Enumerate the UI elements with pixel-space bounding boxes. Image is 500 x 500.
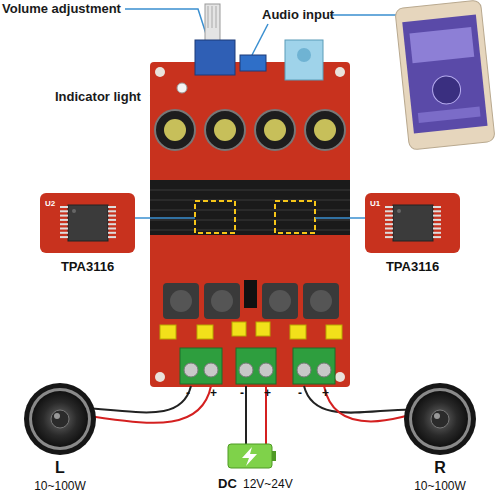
audio-header bbox=[240, 55, 266, 71]
polarity-sign: + bbox=[264, 386, 271, 400]
callout-label: Audio input bbox=[262, 7, 334, 22]
supply-label: DC bbox=[218, 476, 237, 491]
pcb-board bbox=[150, 62, 350, 387]
power-supply-shape bbox=[200, 440, 300, 472]
smartphone bbox=[395, 0, 495, 150]
silkscreen-label: U1 bbox=[370, 199, 380, 208]
voltage-range: 12V~24V bbox=[243, 477, 293, 491]
leader-line bbox=[315, 217, 365, 219]
audio-jack bbox=[285, 40, 323, 80]
chip-name: TPA3116 bbox=[365, 259, 460, 274]
indicator-led bbox=[177, 83, 187, 93]
inductors bbox=[163, 280, 339, 319]
leader-line bbox=[135, 217, 195, 219]
polarity-sign: - bbox=[186, 386, 190, 400]
leader-line bbox=[125, 9, 208, 40]
power-rating: 10~100W bbox=[395, 479, 485, 493]
speaker-shape bbox=[15, 381, 105, 457]
capacitors bbox=[155, 110, 345, 150]
screw-terminals bbox=[180, 348, 335, 384]
chip-callout: U1TPA3116 bbox=[365, 193, 460, 278]
leader-line bbox=[252, 24, 268, 55]
channel-label: L bbox=[15, 459, 105, 477]
chip-outline bbox=[275, 201, 315, 233]
silkscreen-label: U2 bbox=[45, 199, 55, 208]
power-supply: DC 12V~24V bbox=[200, 440, 300, 500]
potentiometer-shaft bbox=[205, 4, 220, 42]
polarity-sign: + bbox=[210, 386, 217, 400]
power-rating: 10~100W bbox=[15, 479, 105, 493]
potentiometer bbox=[195, 40, 235, 75]
film-capacitors bbox=[160, 322, 342, 339]
callout-label: Indicator light bbox=[55, 89, 141, 104]
wires bbox=[62, 386, 440, 448]
channel-label: R bbox=[395, 459, 485, 477]
speaker-shape bbox=[395, 381, 485, 457]
polarity-sign: - bbox=[298, 386, 302, 400]
speaker: L 10~100W bbox=[15, 381, 105, 500]
speaker: R 10~100W bbox=[395, 381, 485, 500]
heatsink bbox=[150, 180, 350, 235]
callout-label: Volume adjustment bbox=[2, 1, 121, 16]
polarity-sign: + bbox=[322, 386, 329, 400]
chip-name: TPA3116 bbox=[40, 259, 135, 274]
chip-outline bbox=[195, 201, 235, 233]
chip-callout: U2TPA3116 bbox=[40, 193, 135, 278]
polarity-sign: - bbox=[240, 386, 244, 400]
